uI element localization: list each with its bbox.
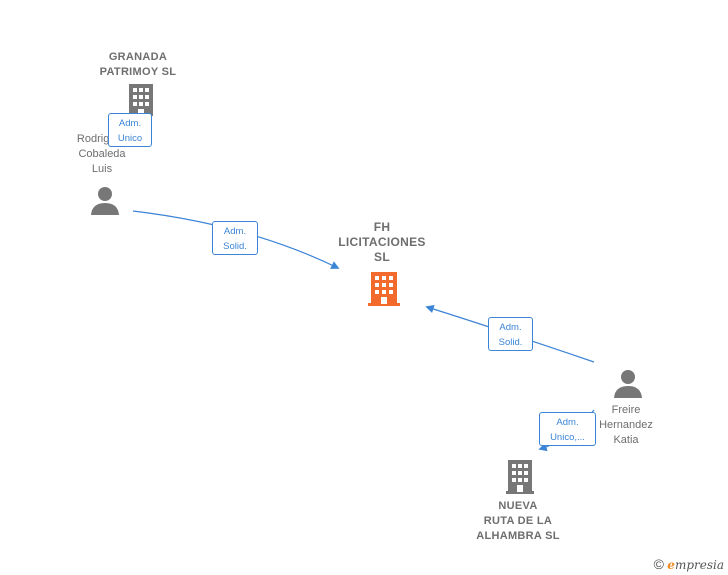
relation-badge-rodriguez-main[interactable]: Adm. Solid. [212,221,258,255]
person-icon-rodriguez[interactable] [90,185,120,215]
brand-logo-rest: mpresia [674,558,724,572]
brand-logo: empresia [667,558,724,572]
building-icon-nueva[interactable] [506,460,534,494]
relation-badge-granada[interactable]: Adm. Unico [108,113,152,147]
building-icon-granada[interactable] [128,84,154,116]
building-icon-main[interactable] [368,272,400,306]
brand-footer[interactable]: © empresia [654,556,724,572]
company-label-granada[interactable]: GRANADA PATRIMOY SL [99,51,177,78]
brand-logo-e: e [667,558,675,572]
person-icon-freire[interactable] [613,368,643,398]
company-label-main[interactable]: FH LICITACIONES SL [338,220,426,264]
relation-badge-freire-main[interactable]: Adm. Solid. [488,317,533,351]
copyright-symbol: © [653,556,664,572]
relation-badge-freire-nueva[interactable]: Adm. Unico,... [539,412,596,446]
company-label-nueva[interactable]: NUEVA RUTA DE LA ALHAMBRA SL [476,500,560,542]
person-label-freire[interactable]: Freire Hernandez Katia [599,404,653,446]
